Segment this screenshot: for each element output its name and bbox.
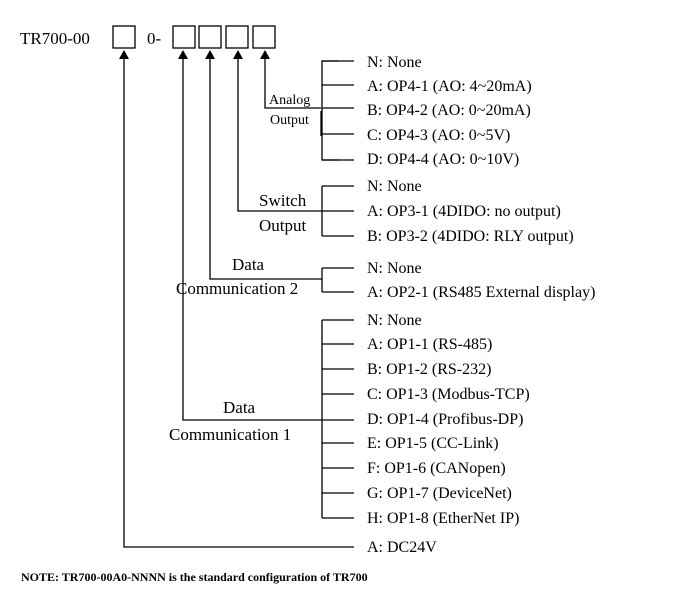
analog-output-bracket	[321, 60, 340, 161]
switch-output-connector	[237, 58, 322, 212]
option-item: D: OP1-4 (Profibus-DP)	[367, 411, 523, 428]
code-box-power	[112, 25, 136, 49]
option-item: N: None	[367, 54, 422, 71]
option-item: A: DC24V	[367, 539, 437, 556]
analog-output-connector	[264, 58, 321, 109]
switch-output-group: Switch Output N: None A: OP3-1 (4DIDO: n…	[237, 58, 574, 245]
arrow-power	[119, 50, 129, 59]
data-comm-2-label-line2: Communication 2	[176, 279, 298, 298]
option-item: N: None	[367, 312, 422, 329]
analog-output-label-line1: Analog	[269, 93, 310, 108]
option-item: B: OP4-2 (AO: 0~20mA)	[367, 102, 531, 119]
analog-output-label-line2: Output	[270, 113, 309, 128]
option-item: A: OP1-1 (RS-485)	[367, 336, 492, 353]
arrow-analog-output	[260, 50, 270, 59]
model-prefix: TR700-00	[20, 29, 90, 48]
switch-output-label-line1: Switch	[259, 191, 307, 210]
option-item: A: OP3-1 (4DIDO: no output)	[367, 203, 561, 220]
option-item: G: OP1-7 (DeviceNet)	[367, 485, 512, 502]
option-item: A: OP2-1 (RS485 External display)	[367, 284, 595, 301]
code-box-data-comm-2	[198, 25, 222, 49]
data-comm-2-connector	[209, 58, 322, 280]
data-comm-1-label-line2: Communication 1	[169, 425, 291, 444]
option-item: A: OP4-1 (AO: 4~20mA)	[367, 78, 532, 95]
option-item: F: OP1-6 (CANopen)	[367, 460, 506, 477]
data-comm-2-ticks	[322, 267, 354, 293]
option-item: E: OP1-5 (CC-Link)	[367, 435, 499, 452]
model-separator: 0-	[147, 29, 162, 48]
code-box-data-comm-1	[172, 25, 196, 49]
option-item: H: OP1-8 (EtherNet IP)	[367, 510, 519, 527]
analog-output-ticks	[322, 60, 354, 161]
data-comm-1-label-line1: Data	[223, 398, 256, 417]
power-group: A: DC24V	[123, 58, 437, 556]
analog-output-group: Analog Output N: None A: OP4-1 (AO: 4~20…	[264, 54, 532, 168]
option-item: C: OP4-3 (AO: 0~5V)	[367, 127, 510, 144]
power-connector	[123, 58, 354, 548]
switch-output-ticks	[322, 185, 354, 237]
data-comm-1-group: Data Communication 1 N: None A: OP1-1 (R…	[169, 58, 530, 527]
data-comm-2-label-line1: Data	[232, 255, 265, 274]
code-box-switch-output	[225, 25, 249, 49]
option-item: N: None	[367, 178, 422, 195]
data-comm-1-ticks	[322, 319, 354, 519]
option-item: D: OP4-4 (AO: 0~10V)	[367, 151, 519, 168]
configuration-note: NOTE: TR700-00A0-NNNN is the standard co…	[21, 570, 368, 584]
option-item: B: OP1-2 (RS-232)	[367, 361, 491, 378]
data-comm-1-connector	[182, 58, 322, 421]
option-item: N: None	[367, 260, 422, 277]
arrow-data-comm-2	[205, 50, 215, 59]
option-item: C: OP1-3 (Modbus-TCP)	[367, 386, 530, 403]
code-box-analog-output	[252, 25, 276, 49]
arrow-data-comm-1	[178, 50, 188, 59]
data-comm-2-group: Data Communication 2 N: None A: OP2-1 (R…	[176, 58, 595, 301]
arrow-switch-output	[233, 50, 243, 59]
switch-output-label-line2: Output	[259, 216, 307, 235]
option-item: B: OP3-2 (4DIDO: RLY output)	[367, 228, 574, 245]
